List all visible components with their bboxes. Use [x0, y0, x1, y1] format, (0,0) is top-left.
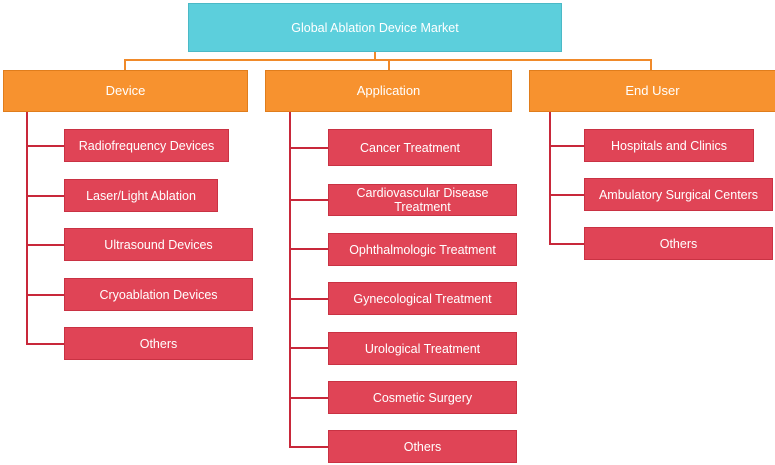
application-branch-tick	[289, 446, 328, 448]
application-branch-tick	[289, 199, 328, 201]
root-connector-horizontal	[124, 59, 651, 61]
leaf-device-others: Others	[64, 327, 253, 360]
category-application: Application	[265, 70, 512, 112]
device-branch-tick	[26, 343, 64, 345]
device-branch-tick	[26, 244, 64, 246]
device-connector	[124, 59, 126, 70]
end-user-branch-trunk	[549, 112, 551, 245]
leaf-application-cardiovascular: Cardiovascular Disease Treatment	[328, 184, 517, 216]
root-node: Global Ablation Device Market	[188, 3, 562, 52]
application-branch-tick	[289, 298, 328, 300]
device-branch-trunk	[26, 112, 28, 344]
root-connector-vertical	[374, 52, 376, 60]
leaf-end-user-hospitals: Hospitals and Clinics	[584, 129, 754, 162]
leaf-device-radiofrequency: Radiofrequency Devices	[64, 129, 229, 162]
device-branch-tick	[26, 145, 64, 147]
leaf-device-ultrasound: Ultrasound Devices	[64, 228, 253, 261]
leaf-device-laser: Laser/Light Ablation	[64, 179, 218, 212]
end-user-branch-tick	[549, 243, 584, 245]
leaf-application-urological: Urological Treatment	[328, 332, 517, 365]
end-user-branch-tick	[549, 145, 584, 147]
leaf-application-cancer: Cancer Treatment	[328, 129, 492, 166]
application-branch-tick	[289, 147, 328, 149]
device-branch-tick	[26, 294, 64, 296]
leaf-application-others: Others	[328, 430, 517, 463]
leaf-application-ophthalmologic: Ophthalmologic Treatment	[328, 233, 517, 266]
application-branch-tick	[289, 397, 328, 399]
category-device: Device	[3, 70, 248, 112]
application-branch-trunk	[289, 112, 291, 447]
application-branch-tick	[289, 248, 328, 250]
end-user-connector	[650, 59, 652, 70]
leaf-end-user-ambulatory: Ambulatory Surgical Centers	[584, 178, 773, 211]
leaf-application-cosmetic: Cosmetic Surgery	[328, 381, 517, 414]
leaf-device-cryoablation: Cryoablation Devices	[64, 278, 253, 311]
leaf-application-gynecological: Gynecological Treatment	[328, 282, 517, 315]
device-branch-tick	[26, 195, 64, 197]
category-end-user: End User	[529, 70, 775, 112]
application-connector	[388, 59, 390, 70]
leaf-end-user-others: Others	[584, 227, 773, 260]
application-branch-tick	[289, 347, 328, 349]
end-user-branch-tick	[549, 194, 584, 196]
